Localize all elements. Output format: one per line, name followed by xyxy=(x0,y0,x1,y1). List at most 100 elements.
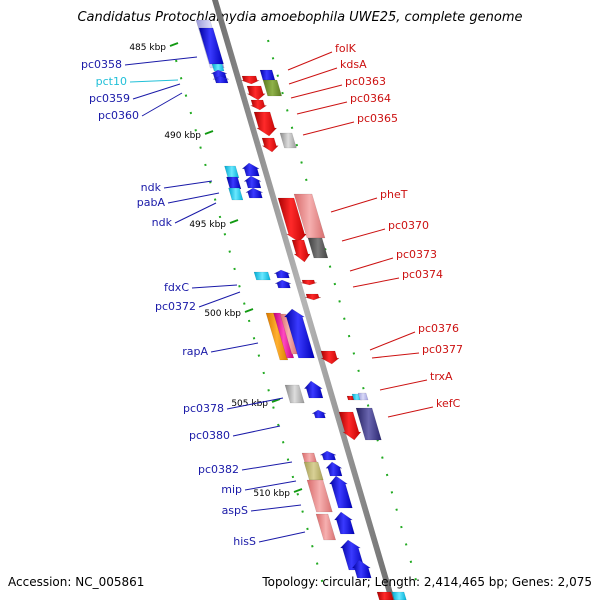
gene-feature xyxy=(357,392,369,401)
gene-feature xyxy=(325,461,343,477)
gene-feature xyxy=(241,162,261,177)
gene-feature xyxy=(293,193,326,239)
label-leader-line xyxy=(191,284,238,289)
label-leader-line xyxy=(232,425,281,437)
scale-tick-label: 500 kbp xyxy=(204,309,241,319)
gene-feature xyxy=(306,479,333,513)
label-leaders xyxy=(124,51,434,543)
scale-tick-mark xyxy=(169,42,179,47)
label-leader-line xyxy=(163,180,213,189)
accession-text: Accession: NC_005861 xyxy=(8,575,145,589)
gene-feature xyxy=(212,75,229,84)
gene-feature xyxy=(250,99,268,111)
gene-feature xyxy=(291,239,311,263)
gene-feature xyxy=(198,27,224,65)
gene-feature xyxy=(262,79,283,97)
gene-feature xyxy=(211,63,225,72)
label-leader-line xyxy=(296,101,348,115)
gene-feature xyxy=(259,69,276,81)
gene-label-minus-strand[interactable]: pc0360 xyxy=(98,109,139,122)
gene-feature xyxy=(265,312,289,361)
label-leader-line xyxy=(302,121,355,136)
gene-label-minus-strand[interactable]: pc0358 xyxy=(81,58,122,71)
gene-feature xyxy=(391,591,407,600)
label-leader-line xyxy=(330,197,378,213)
gene-label-plus-strand[interactable]: pc0370 xyxy=(388,219,429,232)
gene-feature xyxy=(303,380,324,399)
label-leader-line xyxy=(290,84,343,99)
gene-label-plus-strand[interactable]: pc0374 xyxy=(402,268,443,281)
label-leader-line xyxy=(369,331,416,351)
gene-label-minus-strand[interactable]: pc0378 xyxy=(183,402,224,415)
gene-label-plus-strand[interactable]: pc0376 xyxy=(418,322,459,335)
label-leader-line xyxy=(287,51,333,71)
gene-label-minus-strand[interactable]: mip xyxy=(221,483,242,496)
gene-label-minus-strand[interactable]: pabA xyxy=(137,196,166,209)
gene-label-plus-strand[interactable]: pheT xyxy=(380,188,408,201)
gene-feature xyxy=(253,271,271,281)
gene-label-plus-strand[interactable]: trxA xyxy=(430,370,453,383)
gene-feature xyxy=(351,559,372,579)
gene-label-minus-strand[interactable]: pc0372 xyxy=(155,300,196,313)
gene-label-minus-strand[interactable]: fdxC xyxy=(164,281,189,294)
label-leader-line xyxy=(352,277,400,288)
label-leader-line xyxy=(258,531,306,543)
gene-feature xyxy=(300,279,317,286)
scale-tick-label: 510 kbp xyxy=(253,489,290,499)
gene-feature xyxy=(376,591,394,600)
gene-feature xyxy=(333,511,355,535)
gene-label-minus-strand[interactable]: aspS xyxy=(222,504,248,517)
gene-feature xyxy=(279,132,297,149)
gene-feature xyxy=(311,409,327,419)
gene-feature xyxy=(244,187,263,199)
gene-label-plus-strand[interactable]: folK xyxy=(335,42,357,55)
scale-tick-label: 485 kbp xyxy=(129,43,166,53)
scale-tick-label: 495 kbp xyxy=(189,220,226,230)
scale-tick-mark xyxy=(293,488,303,493)
gene-label-plus-strand[interactable]: pc0377 xyxy=(422,343,463,356)
label-leader-line xyxy=(129,79,179,83)
gene-feature xyxy=(273,269,291,279)
label-leader-line xyxy=(198,291,241,308)
gene-feature xyxy=(301,452,318,464)
gene-feature xyxy=(338,411,362,441)
gene-label-minus-strand[interactable]: pct10 xyxy=(96,75,127,88)
scale-tick-mark xyxy=(204,130,214,135)
gene-label-plus-strand[interactable]: kdsA xyxy=(340,58,367,71)
label-leader-line xyxy=(387,406,434,418)
label-leader-line xyxy=(371,352,420,359)
gene-features xyxy=(195,19,407,600)
label-leader-line xyxy=(288,67,338,85)
gene-feature xyxy=(228,187,244,201)
gene-feature xyxy=(319,450,337,461)
label-leader-line xyxy=(124,56,198,66)
label-leader-line xyxy=(132,83,181,100)
gene-label-minus-strand[interactable]: rapA xyxy=(182,345,208,358)
gene-feature xyxy=(246,85,266,101)
gene-label-minus-strand[interactable]: hisS xyxy=(233,535,256,548)
gene-label-plus-strand[interactable]: pc0364 xyxy=(350,92,391,105)
gene-label-minus-strand[interactable]: ndk xyxy=(141,181,162,194)
gene-feature xyxy=(307,237,329,259)
gene-feature xyxy=(315,513,337,541)
label-leader-line xyxy=(349,257,394,272)
topology-text: Topology: circular; Length: 2,414,465 bp… xyxy=(262,575,592,589)
gene-label-plus-strand[interactable]: pc0373 xyxy=(396,248,437,261)
gene-label-plus-strand[interactable]: pc0365 xyxy=(357,112,398,125)
gene-feature xyxy=(241,75,260,85)
gene-feature xyxy=(355,407,382,441)
gene-label-minus-strand[interactable]: ndk xyxy=(152,216,173,229)
gene-label-minus-strand[interactable]: pc0382 xyxy=(198,463,239,476)
map-title: Candidatus Protochlamydia amoebophila UW… xyxy=(77,10,523,25)
gene-label-plus-strand[interactable]: pc0363 xyxy=(345,75,386,88)
label-leader-line xyxy=(141,92,183,117)
gene-label-minus-strand[interactable]: pc0380 xyxy=(189,429,230,442)
gene-feature xyxy=(243,175,262,189)
gene-label-plus-strand[interactable]: kefC xyxy=(436,397,461,410)
gene-label-minus-strand[interactable]: pc0359 xyxy=(89,92,130,105)
gene-feature xyxy=(304,293,322,301)
gene-feature xyxy=(284,384,305,404)
scale-tick-mark xyxy=(271,398,281,403)
gene-feature xyxy=(261,137,279,153)
